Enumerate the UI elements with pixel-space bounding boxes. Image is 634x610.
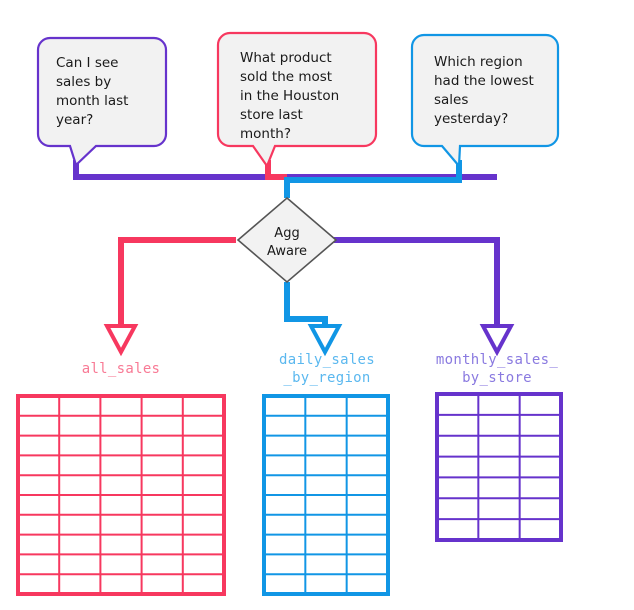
bubble-2-line-1: sold the most [240, 69, 332, 85]
table-label-monthly-sales-by-store: monthly_sales_ by_store [436, 352, 558, 386]
table-label-all-sales: all_sales [82, 361, 161, 377]
bubble-3-line-3: yesterday? [434, 111, 508, 127]
arrowhead-purple [479, 324, 515, 357]
bubble-2-line-3: store last [240, 107, 303, 123]
diamond-label-line-0: Agg [274, 226, 299, 241]
table-label-line-1: _by_region [283, 370, 370, 386]
table-label-line-1: by_store [462, 370, 532, 386]
bubble-3-line-1: had the lowest [434, 73, 534, 89]
connector-purple-branch [334, 237, 500, 326]
connector-red-branch [118, 237, 236, 326]
bubble-shape-2 [216, 31, 378, 169]
diamond-shape [236, 196, 338, 284]
connector-red-path [265, 160, 287, 180]
bubble-1-line-2: month last [56, 93, 128, 109]
connector-blue-branch [284, 282, 328, 326]
bubble-1-line-3: year? [56, 112, 93, 128]
bubble-3-line-2: sales [434, 92, 468, 108]
bubble-shape-3 [410, 33, 560, 169]
arrowhead-red [103, 324, 139, 357]
table-outer-border [262, 394, 390, 596]
table-outer-border [16, 394, 226, 596]
table-grid-monthly-sales-by-store[interactable] [435, 392, 563, 542]
diamond-label-line-1: Aware [267, 244, 307, 259]
decision-node-agg-aware[interactable]: Agg Aware [236, 196, 338, 284]
bubble-3-line-0: Which region [434, 54, 523, 70]
bubble-2-line-4: month? [240, 126, 291, 142]
question-bubble-q-lowest-region[interactable]: Which region had the lowest sales yester… [410, 33, 560, 169]
bubble-shape-1 [36, 36, 168, 168]
connector-blue-path [284, 160, 462, 198]
bubble-2-line-0: What product [240, 50, 332, 66]
table-outer-border [435, 392, 563, 542]
question-bubble-q-houston-product[interactable]: What product sold the most in the Housto… [216, 31, 378, 169]
bubble-1-line-0: Can I see [56, 55, 118, 71]
arrowhead-blue [307, 324, 343, 357]
table-label-daily-sales-by-region: daily_sales _by_region [279, 352, 375, 386]
bubble-2-line-2: in the Houston [240, 88, 339, 104]
question-bubble-q-month-sales[interactable]: Can I see sales by month last year? [36, 36, 168, 168]
table-grid-all-sales[interactable] [16, 394, 226, 596]
table-label-line-0: monthly_sales_ [436, 352, 558, 368]
bubble-1-line-1: sales by [56, 74, 111, 90]
table-label-line-0: daily_sales [279, 352, 375, 368]
table-label-line-0: all_sales [82, 361, 161, 377]
table-grid-daily-sales-by-region[interactable] [262, 394, 390, 596]
connector-layer [73, 160, 515, 357]
